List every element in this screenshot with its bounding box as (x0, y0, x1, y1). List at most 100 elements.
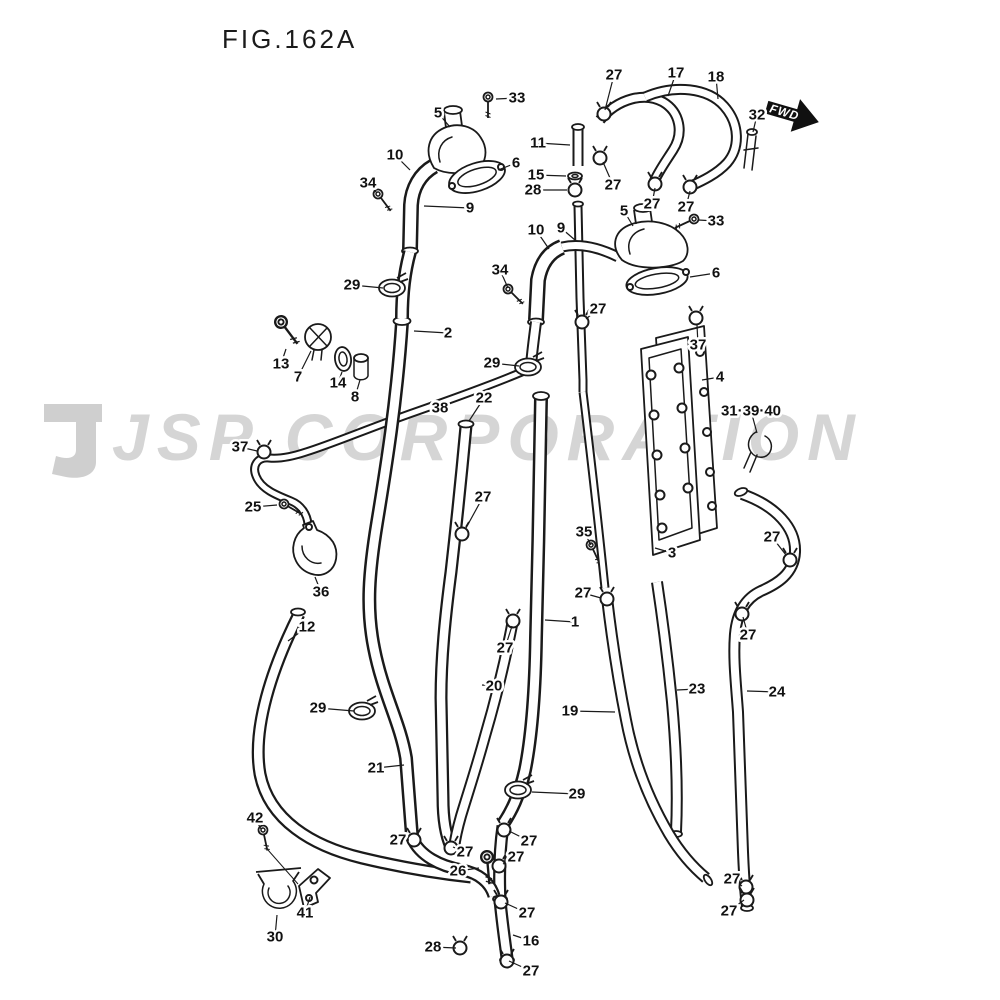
callout-28: 28 (425, 939, 442, 956)
callout-leader (504, 625, 513, 649)
callout-27: 27 (724, 871, 741, 888)
callout-31·39·40: 31·39·40 (721, 403, 781, 420)
callout-36: 36 (313, 584, 330, 601)
callout-leader (367, 182, 378, 194)
callout-34: 34 (492, 262, 509, 279)
callout-leader (354, 379, 361, 398)
callout-leader (429, 401, 441, 409)
clamp-27 (592, 145, 608, 166)
callout-20: 20 (486, 678, 503, 695)
callout-leader (512, 934, 532, 942)
callout-leader (531, 791, 578, 795)
housing-neck-lower (633, 203, 653, 213)
bracket-36 (292, 520, 338, 576)
callout-leader (731, 878, 743, 887)
bolt-42 (256, 823, 273, 853)
callout-leader (499, 269, 509, 289)
callout-23: 23 (689, 681, 706, 698)
connector-10-upper (395, 250, 417, 319)
callout-leader (651, 187, 656, 205)
fwd-arrow-shape (764, 99, 819, 132)
linework (250, 83, 801, 969)
watermark-logo (44, 404, 102, 478)
callout-leader (413, 330, 449, 334)
cap-8 (353, 353, 369, 381)
callout-29: 29 (484, 355, 501, 372)
bolt-33-lower (672, 212, 701, 233)
tube-22 (434, 419, 475, 850)
hose-18 (642, 83, 742, 192)
callout-leader (504, 902, 528, 914)
clamp-27 (596, 101, 612, 122)
callout-leader (654, 547, 673, 554)
callout-16: 16 (523, 933, 540, 950)
left-thermostat-parts (271, 312, 369, 381)
gasket-6-upper (448, 160, 506, 194)
hose-12 (251, 607, 472, 884)
clamp-37 (688, 305, 704, 326)
callout-leader (728, 899, 745, 912)
callout-leader (423, 205, 471, 209)
callout-29: 29 (310, 700, 327, 717)
callout-29: 29 (569, 786, 586, 803)
callout-27: 27 (678, 199, 695, 216)
callout-27: 27 (519, 905, 536, 922)
callout-leader (497, 162, 517, 171)
callout-29: 29 (344, 277, 361, 294)
callout-9: 9 (557, 220, 565, 237)
callout-6: 6 (512, 155, 520, 172)
callout-leader (297, 350, 312, 378)
callout-7: 7 (294, 369, 302, 386)
callout-35: 35 (576, 524, 593, 541)
callout-19: 19 (562, 703, 579, 720)
washer-15 (567, 171, 583, 181)
callout-leader (696, 324, 699, 346)
callout-leader (491, 362, 520, 367)
upper-thermostat-assembly (370, 91, 506, 319)
lower-thermostat-assembly (500, 123, 701, 367)
callout-27: 27 (457, 844, 474, 861)
callout-27: 27 (523, 963, 540, 980)
callout-27: 27 (575, 585, 592, 602)
callout-27: 27 (390, 832, 407, 849)
callout-3: 3 (668, 545, 676, 562)
callout-27: 27 (508, 849, 525, 866)
callout-37: 37 (232, 439, 249, 456)
callout-leader (274, 914, 278, 938)
callout-leader (689, 272, 717, 278)
callout-24: 24 (769, 684, 786, 701)
pipe-11 (571, 123, 585, 166)
callout-12: 12 (299, 619, 316, 636)
callout-33: 33 (708, 213, 725, 230)
elbow-9-upper (401, 159, 439, 256)
fwd-arrow-label: FWD (768, 101, 801, 123)
hose-23 (651, 581, 683, 838)
bolt-33-upper (482, 91, 494, 119)
seal-14 (334, 346, 352, 372)
callout-leader (432, 946, 457, 949)
callout-21: 21 (368, 760, 385, 777)
callout-leader (715, 76, 719, 100)
callout-13: 13 (273, 356, 290, 373)
callout-14: 14 (330, 375, 347, 392)
callout-leader (508, 830, 530, 842)
watermark: JSP CORPORATION (44, 400, 855, 478)
callout-leader (569, 710, 616, 713)
callout-leader (481, 684, 495, 687)
clamp-27 (599, 586, 615, 607)
callout-27: 27 (475, 489, 492, 506)
callout-leader (602, 161, 614, 186)
callout-27: 27 (721, 903, 738, 920)
clamp-28 (452, 935, 468, 956)
callout-leader (337, 371, 343, 384)
callout-leader (495, 97, 518, 100)
hose-19 (601, 597, 714, 887)
callout-leader (351, 284, 384, 289)
callout-leader (375, 764, 405, 769)
callout-leader (537, 142, 571, 146)
callout-leader (317, 707, 355, 712)
tube-2-21 (362, 316, 419, 837)
callout-42: 42 (247, 810, 264, 827)
